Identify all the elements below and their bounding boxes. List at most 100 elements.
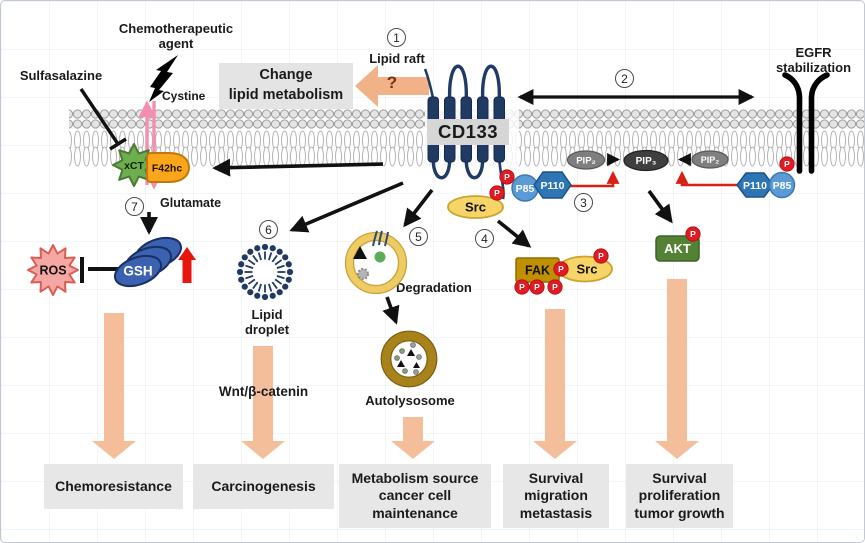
outcome-arrows: [92, 279, 699, 459]
svg-text:P: P: [690, 229, 696, 239]
pi3k-right-complex: P110 P85: [736, 171, 796, 199]
xct-label: xCT: [124, 160, 144, 172]
outcome-line: maintenance: [372, 504, 458, 521]
lipid-droplet-line2: droplet: [244, 321, 290, 337]
egfr-stabilization-label: EGFR stabilization: [766, 45, 861, 75]
step-4: 4: [481, 231, 488, 246]
wnt-label: Wnt/β-catenin: [218, 384, 309, 399]
sulfasalazine-label: Sulfasalazine: [19, 68, 103, 83]
vesicle-cargo-triangle: [353, 246, 367, 259]
step-circle-5: 5: [409, 227, 428, 246]
outcome-line: tumor growth: [634, 504, 725, 521]
change-box-line1: Change: [259, 67, 313, 84]
phospho-badge: P: [553, 261, 569, 277]
cd133-loop-bottom-2: [464, 158, 485, 180]
arrow-src-to-fak: [496, 219, 532, 248]
step-1: 1: [393, 30, 400, 45]
src2-label: Src: [577, 262, 598, 277]
pip2-left-label: PIP₂: [576, 156, 596, 167]
svg-text:P: P: [519, 282, 525, 292]
svg-text:P: P: [552, 282, 558, 292]
pi3k-left-complex: P85 P110: [511, 171, 572, 202]
phospho-badge: P: [685, 226, 701, 242]
sulfasalazine-inhibit-line: [79, 88, 120, 145]
step-5: 5: [415, 229, 422, 244]
cd133-loop-top-2: [480, 64, 501, 101]
svg-text:P: P: [504, 172, 510, 182]
akt-box: [655, 235, 700, 262]
svg-text:P: P: [598, 251, 604, 261]
svg-text:P: P: [534, 282, 540, 292]
outcome-line: Metabolism source: [351, 470, 479, 487]
p110-right-label: P110: [743, 180, 767, 192]
outcome-survival-proliferation: Survival proliferation tumor growth: [626, 464, 733, 528]
step-6: 6: [265, 222, 272, 237]
arrow-to-metabolism: [391, 417, 435, 459]
outcome-metabolism: Metabolism source cancer cell maintenanc…: [339, 464, 491, 528]
p85-right-label: P85: [773, 180, 792, 192]
step-circle-7: 7: [125, 197, 144, 216]
arrow-to-survival-proliferation: [655, 279, 699, 459]
change-metabolism-arrow: [355, 65, 429, 107]
akt-label: AKT: [664, 241, 691, 256]
gsh-label: GSH: [123, 264, 152, 279]
autolysosome-label: Autolysosome: [365, 393, 455, 408]
f42hc-transporter: [146, 152, 191, 183]
step-circle-3: 3: [574, 193, 593, 212]
autolysosome-vesicle: [380, 330, 438, 388]
outcome-line: metastasis: [519, 504, 593, 521]
red-arrow-p110-right: [675, 170, 737, 187]
cd133-loop-top-1: [447, 64, 468, 101]
egfr-line2: stabilization: [775, 59, 852, 75]
step-7: 7: [131, 199, 138, 214]
gsh-up-arrow: [178, 247, 196, 283]
outcome-line: Carcinogenesis: [211, 477, 316, 494]
src-oval: [447, 195, 504, 219]
cd133-loop-bottom-1: [431, 158, 452, 180]
outcome-carcinogenesis: Carcinogenesis: [193, 464, 334, 509]
sulfasalazine-inhibit-bar: [109, 137, 127, 151]
vesicle-cd133-squiggle: [372, 230, 389, 247]
step-2: 2: [621, 71, 628, 86]
phospho-badge: P: [514, 279, 530, 295]
outcome-chemoresistance: Chemoresistance: [44, 464, 183, 509]
step-circle-6: 6: [259, 220, 278, 239]
cystine-label: Cystine: [162, 89, 206, 103]
red-arrow-p110-left: [569, 170, 620, 188]
phospho-badge: P: [499, 169, 515, 185]
chemo-agent-line2: agent: [158, 35, 194, 51]
arrow-cd133-to-xct: [212, 158, 384, 177]
arrow-to-survival-migration: [533, 309, 577, 459]
egfr-left-arm: [782, 72, 803, 174]
arrow-cd133-to-degradation: [403, 188, 434, 228]
arrow-to-carcinogenesis: [241, 346, 285, 459]
change-box-line2: lipid metabolism: [228, 87, 344, 103]
pip-lipids: PIP₂ PIP₃ PIP₂: [566, 149, 729, 172]
outcome-line: migration: [524, 487, 588, 504]
cd133-n-tail: [423, 68, 435, 99]
chemo-agent-label: Chemotherapeutic agent: [109, 21, 243, 51]
autolysosome-contents: [394, 342, 422, 375]
src-label: Src: [465, 200, 486, 215]
fak-label: FAK: [525, 264, 550, 278]
ros-burst: [27, 244, 79, 296]
f42hc-label: F42hc: [152, 163, 183, 175]
phospho-badge: P: [489, 185, 505, 201]
pip2-right-label: PIP₂: [701, 155, 720, 165]
lightning-bolt-icon: [149, 55, 178, 102]
pip3-label: PIP₃: [636, 156, 657, 167]
egfr-right-arm: [808, 72, 830, 174]
svg-text:P: P: [784, 159, 790, 169]
change-lipid-metabolism-box: Change lipid metabolism: [219, 63, 353, 109]
phospho-badge: P: [593, 248, 609, 264]
arrow-degradation-to-autolysosome: [382, 296, 400, 325]
glutamate-label: Glutamate: [160, 196, 222, 210]
svg-text:P: P: [494, 188, 500, 198]
degradation-label: Degradation: [396, 280, 472, 295]
step-circle-2: 2: [615, 69, 634, 88]
degradation-vesicle: [344, 230, 408, 295]
lipid-droplet-line1: Lipid: [251, 307, 283, 322]
outcome-line: cancer cell: [378, 487, 452, 504]
